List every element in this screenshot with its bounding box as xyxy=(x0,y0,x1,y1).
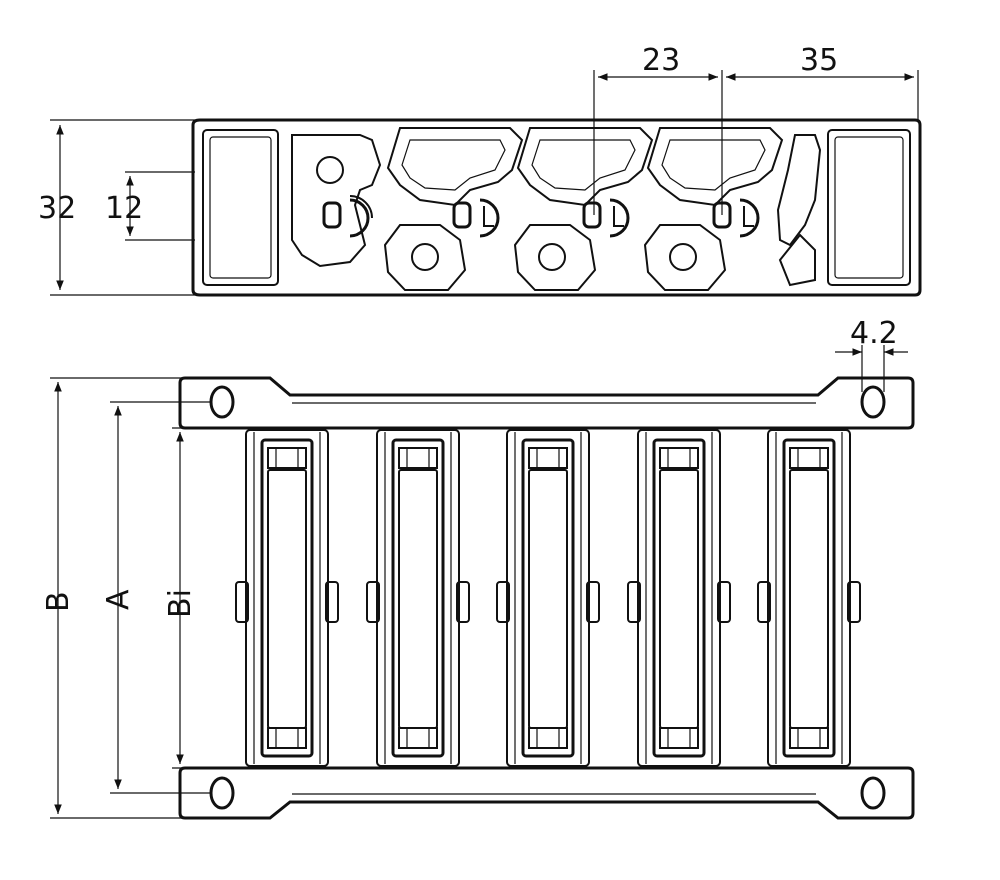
pin-hole xyxy=(316,156,344,184)
dimension-B: B xyxy=(41,377,182,819)
crossbar-4 xyxy=(627,429,731,767)
dimension-label-35: 35 xyxy=(800,43,838,78)
last-plate-lower xyxy=(778,233,816,287)
pin-group-3 xyxy=(582,198,630,238)
side-view: 32 12 23 35 xyxy=(38,43,922,297)
pin-group-2 xyxy=(452,198,500,238)
dimension-23: 23 xyxy=(593,43,723,215)
crossbar-2 xyxy=(366,429,470,767)
dimension-label-B: B xyxy=(41,591,76,612)
dimension-A: A xyxy=(101,401,212,794)
link-plate-1 xyxy=(383,127,524,291)
link-plate-2 xyxy=(513,127,654,291)
dimension-12: 12 xyxy=(105,171,195,241)
crossbar-5 xyxy=(757,429,861,767)
dimension-label-Bi: Bi xyxy=(163,589,198,618)
crossbar-3 xyxy=(496,429,600,767)
dimension-label-12: 12 xyxy=(105,191,143,226)
bottom-left-hole xyxy=(209,776,235,810)
left-end-block-inner xyxy=(209,136,272,279)
top-view: 4.2 B A Bi xyxy=(41,316,915,820)
first-plate xyxy=(291,134,382,268)
dimension-label-32: 32 xyxy=(38,191,76,226)
dimension-label-A: A xyxy=(101,589,136,610)
dimension-Bi: Bi xyxy=(163,427,240,769)
top-right-hole xyxy=(860,385,886,419)
top-left-hole xyxy=(209,385,235,419)
crossbar-1 xyxy=(235,429,339,767)
top-side-plate xyxy=(178,376,915,430)
left-end-block xyxy=(202,129,279,286)
side-view-outline xyxy=(191,118,922,297)
dimension-35: 35 xyxy=(726,43,919,122)
bottom-side-plate xyxy=(178,766,915,820)
right-end-block-inner xyxy=(834,136,904,279)
dimension-label-23: 23 xyxy=(642,43,680,78)
dimension-4-2: 4.2 xyxy=(835,316,908,392)
right-end-block xyxy=(827,129,911,286)
crossbars xyxy=(235,429,861,767)
pin-group-1 xyxy=(322,195,373,238)
pin-group-4 xyxy=(712,198,760,238)
last-plate xyxy=(776,134,822,247)
bottom-right-hole xyxy=(860,776,886,810)
dimension-32: 32 xyxy=(38,119,195,296)
dimension-label-4-2: 4.2 xyxy=(850,316,898,351)
